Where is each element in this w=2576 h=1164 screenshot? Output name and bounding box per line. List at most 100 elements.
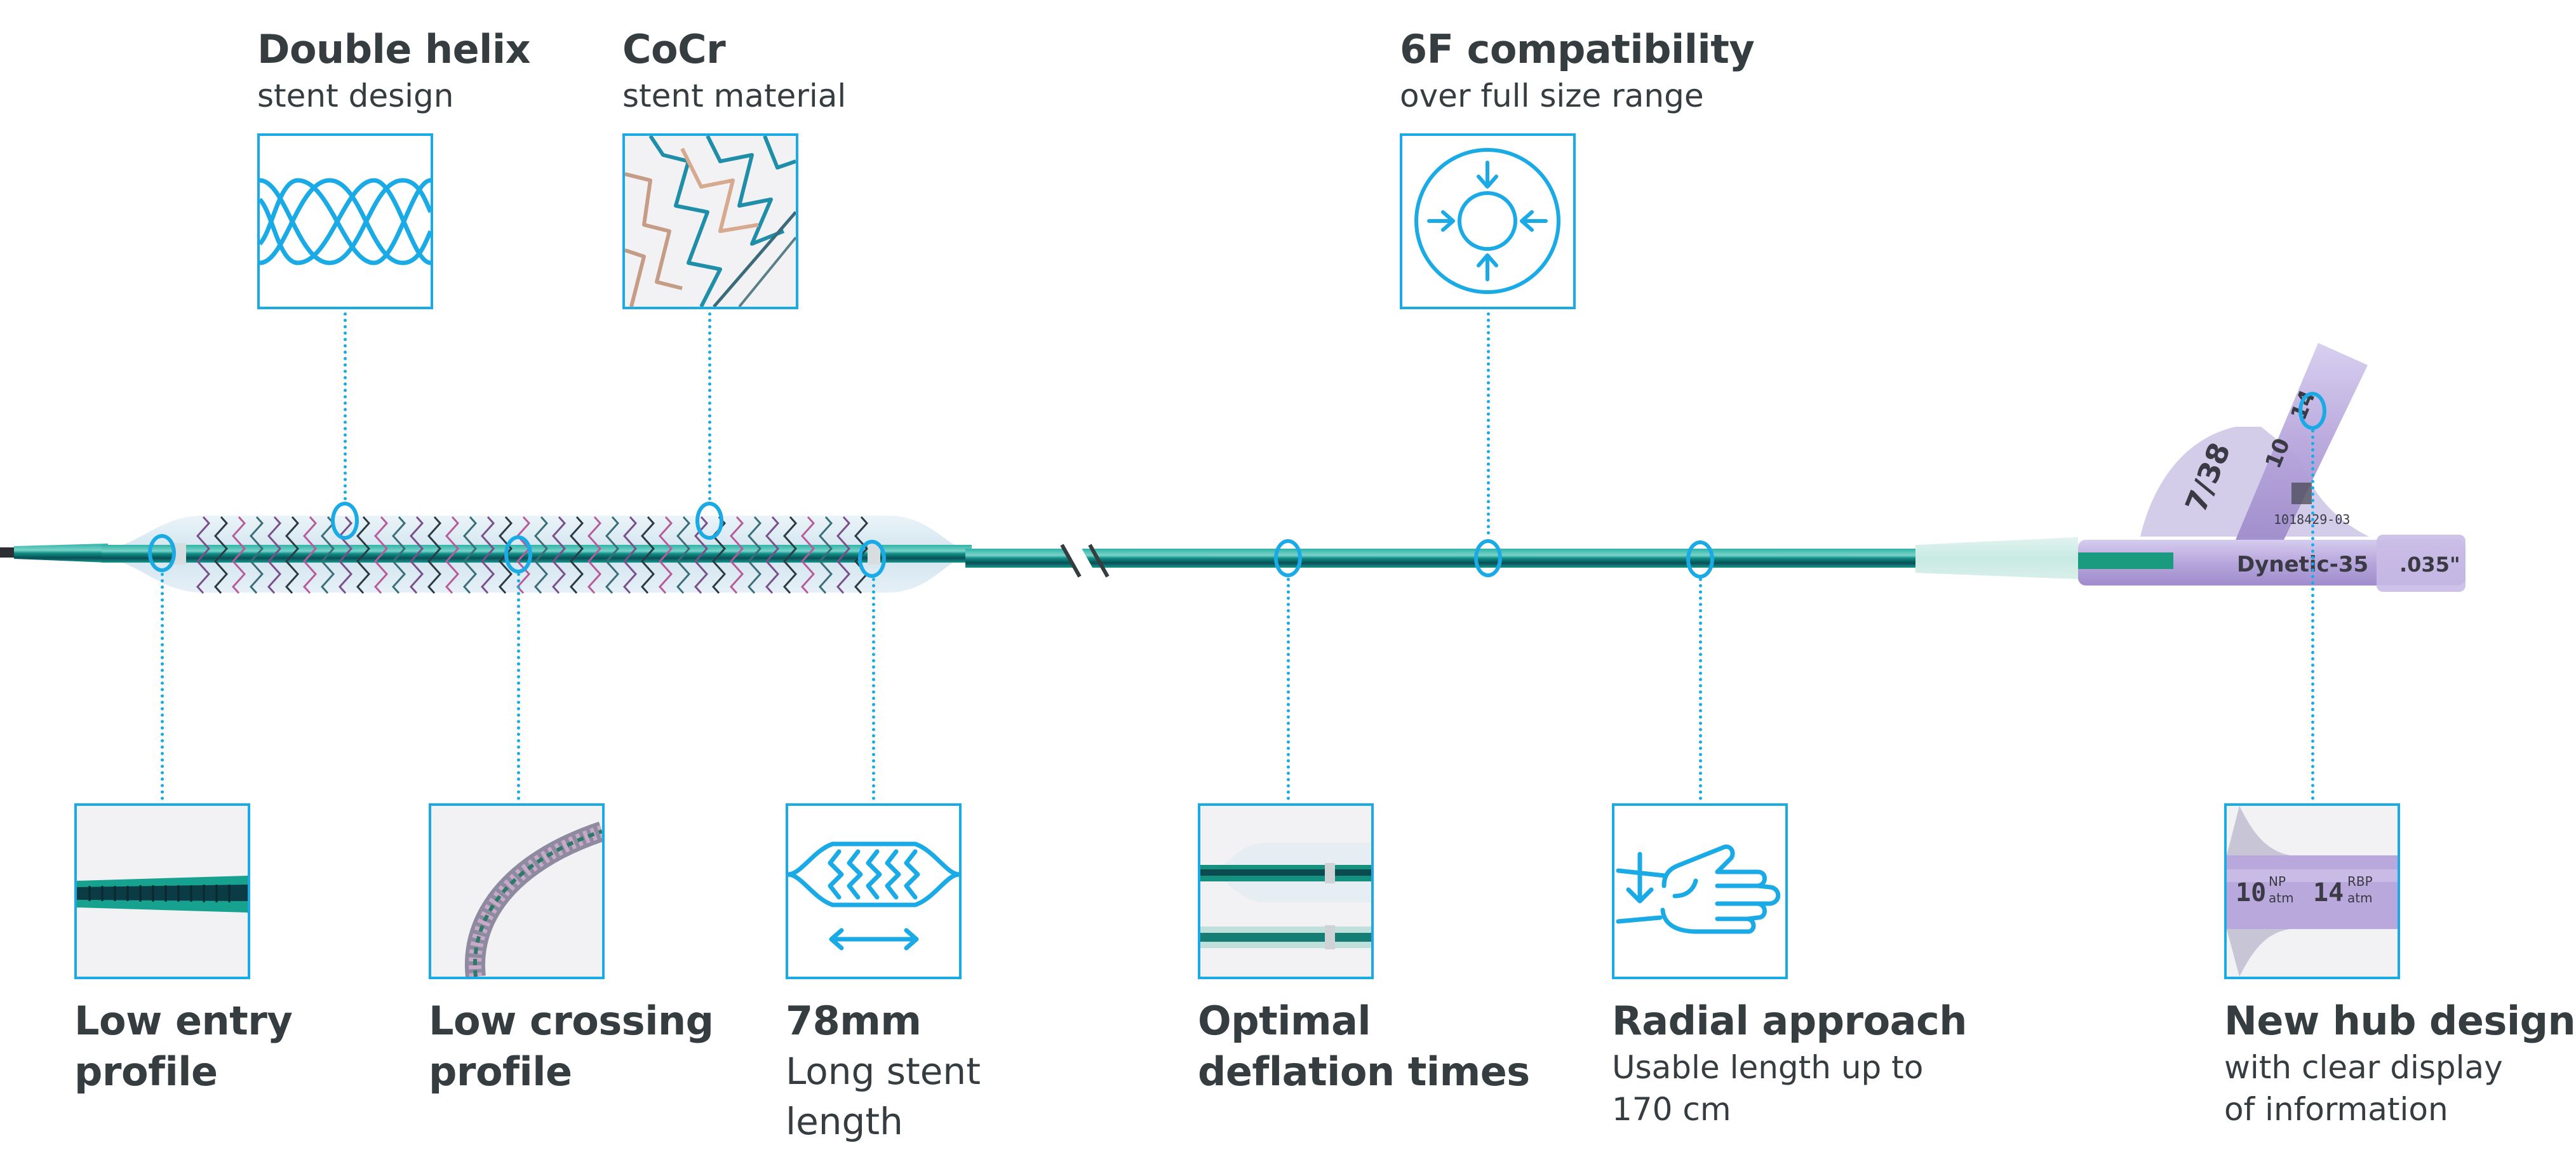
crimped-stent-photo — [465, 821, 602, 977]
feature-title-line: deflation times — [1198, 1048, 1530, 1095]
stent-strut-ring — [267, 516, 282, 594]
stent-strut-ring — [391, 516, 406, 594]
hub-photo-rbp-label: RBP — [2347, 874, 2373, 889]
stent-strut-ring — [427, 516, 442, 594]
double-helix-icon-box — [257, 133, 433, 309]
stent-strut-ring — [747, 516, 762, 594]
callout-ring-cocr[interactable] — [695, 502, 723, 540]
feature-subtitle-line: with clear display — [2224, 1049, 2503, 1086]
hub-photo: 10 NP atm 14 RBP atm — [2227, 806, 2398, 977]
feature-subtitle: stent material — [622, 77, 847, 114]
leader-line-deflation — [1287, 578, 1290, 800]
feature-title-line: profile — [429, 1048, 572, 1095]
hub-guidewire-text: .035" — [2399, 552, 2460, 577]
stent-strut-ring — [818, 516, 833, 594]
stent-strut-ring — [231, 516, 246, 594]
feature-subtitle-line: of information — [2224, 1091, 2448, 1128]
long-stent-icon — [788, 841, 959, 951]
leader-line-78mm — [872, 578, 875, 800]
feature-title-line: Optimal — [1198, 998, 1371, 1044]
shaft-break-mark — [1060, 544, 1110, 578]
hub-datamatrix — [2291, 483, 2312, 504]
feature-title: 6F compatibility — [1400, 26, 1755, 72]
feature-subtitle-line: length — [786, 1100, 903, 1143]
feature-optimal-deflation: Optimal deflation times — [1198, 996, 1530, 1097]
distal-tip — [14, 544, 108, 563]
stent-strut-ring — [249, 516, 264, 594]
compression-arrows-icon — [1414, 148, 1560, 294]
stent-strut-ring — [676, 516, 691, 594]
feature-new-hub-design: New hub design with clear display of inf… — [2224, 996, 2576, 1130]
feature-subtitle: stent design — [257, 77, 454, 114]
stent-strut-ring — [409, 516, 424, 594]
compression-arrows-icon-box — [1400, 133, 1576, 309]
hub-photo-box: 10 NP atm 14 RBP atm — [2224, 803, 2400, 979]
callout-ring-hub[interactable] — [2298, 392, 2326, 430]
stent-strut-ring — [196, 516, 211, 594]
feature-title-line: profile — [74, 1048, 218, 1095]
feature-double-helix: Double helix stent design — [257, 24, 531, 117]
stent-strut-ring — [605, 516, 620, 594]
shaft — [965, 549, 1918, 568]
feature-subtitle: over full size range — [1400, 77, 1704, 114]
catheter-tip-photo-box — [74, 803, 250, 979]
callout-ring-double-helix[interactable] — [331, 502, 359, 540]
stent-strut-ring — [320, 516, 335, 594]
hand-radial-icon-box — [1612, 803, 1788, 979]
stent — [196, 516, 869, 594]
feature-title-line: Low crossing — [429, 998, 714, 1044]
stent-strut-ring — [569, 516, 584, 594]
feature-low-crossing-profile: Low crossing profile — [429, 996, 714, 1097]
strain-relief — [1915, 537, 2078, 579]
callout-ring-6f[interactable] — [1474, 539, 1502, 577]
feature-cocr: CoCr stent material — [622, 24, 846, 117]
balloon-deflation-photo — [1200, 843, 1371, 949]
stent-strut-ring — [800, 516, 815, 594]
leader-line-6f — [1487, 312, 1490, 535]
hub-photo-np-unit: atm — [2269, 890, 2294, 906]
cocr-stent-photo-box — [622, 133, 798, 309]
stent-strut-ring — [373, 516, 389, 594]
callout-ring-78mm[interactable] — [858, 540, 886, 578]
leader-line-low-crossing — [517, 573, 520, 800]
leader-line-double-helix — [344, 312, 347, 500]
long-stent-icon-box — [786, 803, 962, 979]
leader-line-low-entry — [161, 573, 164, 800]
callout-ring-radial[interactable] — [1686, 540, 1714, 579]
feature-subtitle-line: 170 cm — [1612, 1091, 1731, 1128]
feature-title-line: New hub design — [2224, 998, 2576, 1044]
stent-strut-ring — [533, 516, 549, 594]
leader-line-hub — [2311, 429, 2314, 800]
hub-main-tube — [2078, 540, 2465, 585]
stent-strut-ring — [462, 516, 478, 594]
hand-radial-icon — [1616, 845, 1781, 934]
feature-radial-approach: Radial approach Usable length up to 170 … — [1612, 996, 1967, 1130]
feature-title-line: Low entry — [74, 998, 293, 1044]
double-helix-icon — [260, 178, 431, 265]
stent-strut-ring — [658, 516, 673, 594]
stent-strut-ring — [551, 516, 567, 594]
hub-product-text: Dynetic-35 — [2237, 552, 2368, 577]
hub-photo-np-label: NP — [2269, 874, 2286, 889]
callout-ring-low-crossing[interactable] — [504, 535, 532, 573]
cocr-stent-photo — [625, 136, 796, 307]
feature-title-line: 78mm — [786, 998, 922, 1044]
feature-6f-compatibility: 6F compatibility over full size range — [1400, 24, 1755, 117]
stent-strut-ring — [445, 516, 460, 594]
balloon-deflation-photo-box — [1198, 803, 1374, 979]
stent-strut-ring — [587, 516, 602, 594]
stent-strut-ring — [729, 516, 744, 594]
leader-line-cocr — [708, 312, 711, 500]
marker-band — [173, 543, 186, 565]
hub-photo-np-value: 10 — [2236, 878, 2266, 907]
callout-ring-deflation[interactable] — [1274, 539, 1302, 577]
feature-title: CoCr — [622, 26, 726, 72]
hub-photo-rbp-unit: atm — [2347, 890, 2373, 906]
callout-ring-low-entry[interactable] — [148, 534, 176, 572]
stent-strut-ring — [622, 516, 638, 594]
stent-strut-ring — [640, 516, 655, 594]
feature-title-line: Radial approach — [1612, 998, 1967, 1044]
stent-strut-ring — [213, 516, 229, 594]
leader-line-radial — [1699, 578, 1702, 800]
feature-subtitle-line: Long stent — [786, 1050, 981, 1093]
